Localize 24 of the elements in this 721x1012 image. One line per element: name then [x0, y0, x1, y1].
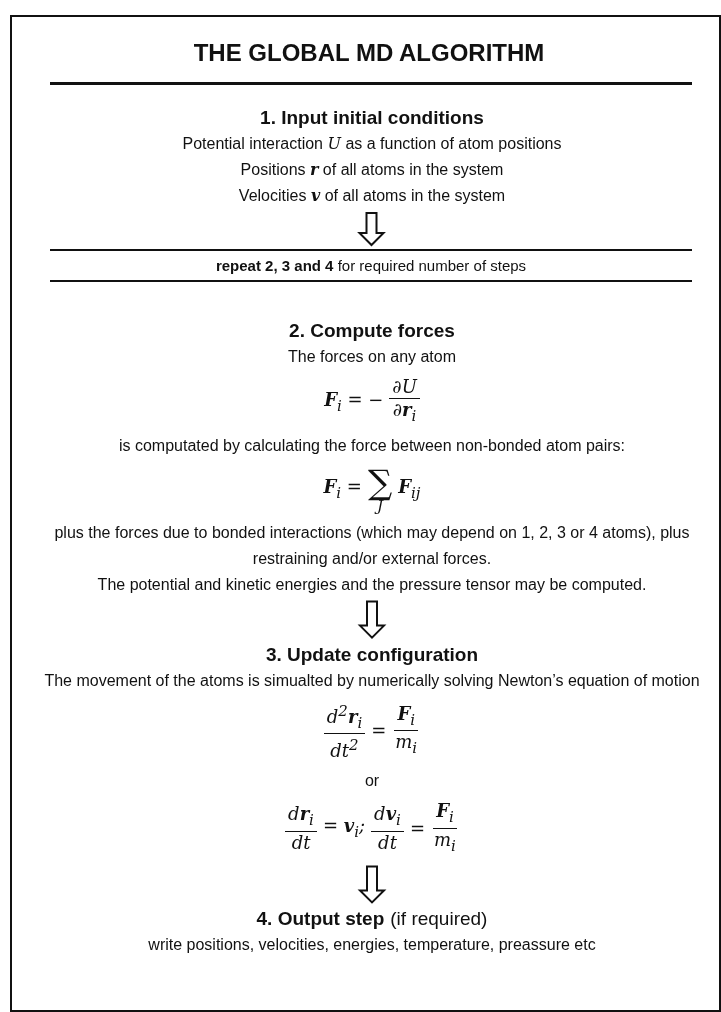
- description-text: Potential interaction U as a function of atom positions: [181, 133, 563, 155]
- loop-instruction: repeat 2, 3 and 4 for required number of steps: [215, 257, 527, 274]
- step-note: (if required): [390, 907, 488, 932]
- description-text: is computated by calculating the force between non-bonded atom pairs:: [117, 435, 627, 456]
- block-arrow: [357, 865, 387, 904]
- equation: F$_{i}$ = ∑ J F$_{ij}$: [322, 464, 422, 514]
- description-text: Velocities v of all atoms in the system: [237, 185, 507, 207]
- step-heading: 3. Update configuration: [265, 642, 479, 667]
- loop-band: [50, 249, 692, 282]
- description-text: plus the forces due to bonded interactions (which may depend on 1, 2, 3 or 4 atoms), plus restraining and/or external forces.: [53, 522, 691, 569]
- description-text: write positions, velocities, energies, temperature, preassure etc: [147, 935, 597, 956]
- equation: d$^{2}$r$_{i}$ dt$^{2}$ = F$_{i}$ m$_{i}$: [320, 699, 424, 763]
- block-arrow: [357, 212, 386, 247]
- description-text: The movement of the atoms is simualted by numerically solving Newton’s equation of motion: [43, 670, 701, 691]
- step-heading: 1. Input initial conditions: [260, 106, 484, 130]
- step-heading: 4. Output step: [256, 907, 385, 932]
- frame-border: [10, 15, 721, 1012]
- description-text: The potential and kinetic energies and the pressure tensor may be computed.: [96, 574, 648, 595]
- block-arrow: [357, 600, 387, 639]
- diagram-title: THE GLOBAL MD ALGORITHM: [192, 39, 546, 67]
- description-text: or: [363, 771, 381, 792]
- description-text: Positions r of all atoms in the system: [239, 159, 505, 181]
- description-text: The forces on any atom: [286, 347, 458, 367]
- step-heading: 2. Compute forces: [289, 319, 455, 343]
